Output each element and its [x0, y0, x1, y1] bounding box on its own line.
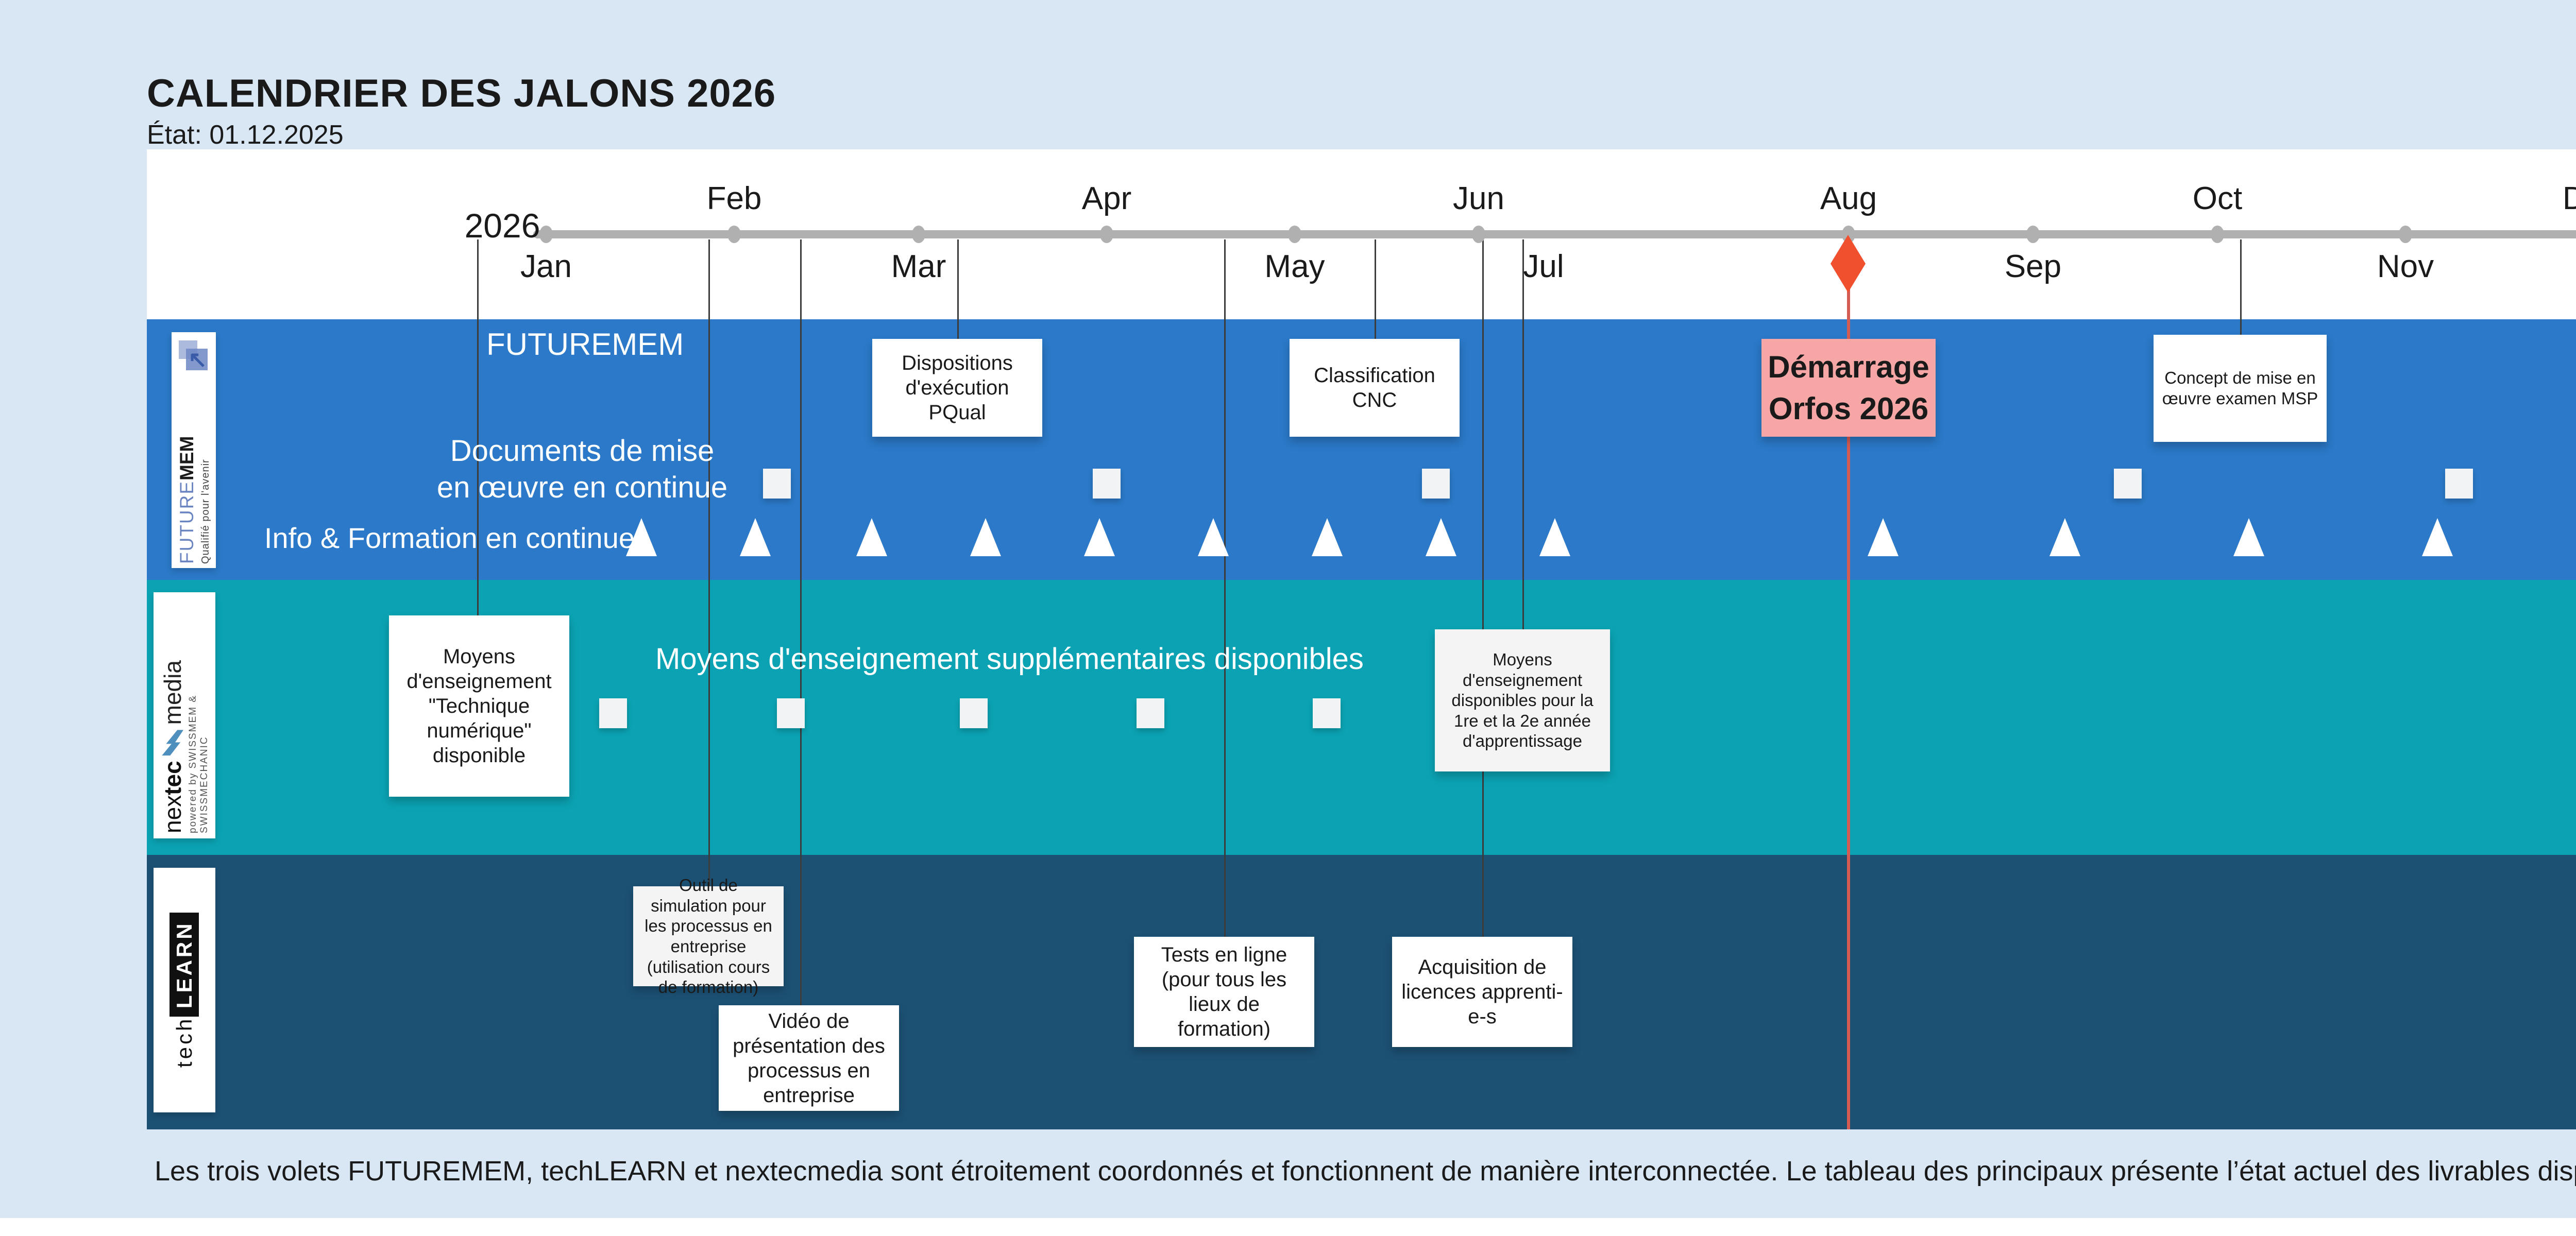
futuremem-icon-arrow: ↖: [188, 347, 207, 372]
futuremem-logo-tagline: Qualifié pour l'avenir: [199, 459, 211, 564]
leader-line-3: [957, 239, 959, 339]
month-label-may: May: [1264, 249, 1325, 284]
deliverable-square-futuremem-3: [2114, 469, 2142, 499]
futuremem-logo-card: ↖ FUTUREMEM Qualifié pour l'avenir: [172, 332, 216, 568]
leader-line-7: [1522, 239, 1524, 629]
futuremem-logo-text: FUTUREMEM Qualifié pour l'avenir: [172, 380, 216, 564]
deliverable-square-nextec-5: [599, 698, 627, 728]
leader-line-6: [1482, 239, 1484, 937]
nextec-lightning-icon: [162, 730, 183, 756]
leader-line-0: [477, 239, 479, 615]
month-dot-jun: [1472, 226, 1485, 243]
futuremem-logo-icon: ↖: [179, 340, 210, 372]
deliverable-square-nextec-7: [960, 698, 988, 728]
techlearn-logo-card: techLEARN: [154, 868, 215, 1112]
deliverable-square-futuremem-2: [1422, 469, 1450, 499]
nextec-logo-tagline: powered by SWISSMEM & SWISSMECHANIC: [188, 694, 210, 833]
month-label-sep: Sep: [2004, 249, 2062, 284]
leader-line-8: [2240, 239, 2242, 335]
milestone-box-video-presentation: Vidéo de présentation des processus en e…: [719, 1005, 899, 1111]
leader-line-4: [1224, 239, 1226, 937]
month-label-dec: Dec: [2562, 181, 2576, 216]
futuremem-band-caption: FUTUREMEM: [486, 327, 684, 362]
futuremem-logo-mem: MEM: [176, 436, 197, 480]
milestone-box-acquisition-licences: Acquisition de licences apprenti-e-s: [1392, 937, 1572, 1047]
year-label-2026: 2026: [464, 207, 540, 245]
nextec-logo-nex: nex: [159, 795, 186, 833]
month-dot-feb: [727, 226, 741, 243]
milestone-box-moyens-1re-2e-annee: Moyens d'enseignement disponibles pour l…: [1435, 629, 1610, 771]
milestone-box-tests-en-ligne: Tests en ligne (pour tous les lieux de f…: [1134, 937, 1314, 1047]
futuremem-icon-square-dark: [186, 349, 208, 370]
milestone-box-moyens-technique-numerique: Moyens d'enseignement "Technique numériq…: [389, 615, 569, 797]
footer-note: Les trois volets FUTUREMEM, techLEARN et…: [155, 1156, 2576, 1187]
deliverable-square-nextec-9: [1313, 698, 1341, 728]
nextecmedia-logo-text: nextec media powered by SWISSMEM & SWISSM…: [154, 597, 215, 833]
techlearn-logo-learn: LEARN: [170, 912, 199, 1017]
info-formation-label: Info & Formation en continue: [264, 522, 635, 554]
month-label-apr: Apr: [1081, 181, 1132, 216]
nextec-logo-tec: tec: [159, 761, 186, 795]
orfos-start-vertical-line: [1847, 281, 1850, 1129]
page-subtitle: État: 01.12.2025: [147, 120, 344, 150]
month-label-oct: Oct: [2192, 181, 2243, 216]
milestone-box-outil-simulation: Outil de simulation pour les processus e…: [633, 876, 784, 997]
deliverable-square-futuremem-4: [2445, 469, 2473, 499]
timeline-axis-2026: [533, 230, 2576, 238]
deliverable-square-futuremem-1: [1093, 469, 1121, 499]
month-dot-nov: [2399, 226, 2412, 243]
month-dot-apr: [1100, 226, 1113, 243]
month-dot-jan: [539, 226, 553, 243]
deliverable-square-nextec-6: [777, 698, 805, 728]
moyens-supplementaires-label: Moyens d'enseignement supplémentaires di…: [655, 642, 1364, 676]
page-title: CALENDRIER DES JALONS 2026: [147, 72, 776, 115]
month-label-jun: Jun: [1453, 181, 1504, 216]
month-label-nov: Nov: [2377, 249, 2434, 284]
month-dot-oct: [2211, 226, 2224, 243]
month-label-aug: Aug: [1820, 181, 1877, 216]
techlearn-logo-tech: tech: [172, 1016, 196, 1068]
nextec-logo-media: media: [159, 660, 186, 725]
month-dot-may: [1288, 226, 1301, 243]
milestone-box-demarrage-orfos: Démarrage Orfos 2026: [1761, 339, 1936, 437]
leader-line-5: [1375, 239, 1376, 339]
milestone-box-classification: Classification CNC: [1290, 339, 1460, 437]
month-dot-sep: [2026, 226, 2040, 243]
leader-line-1: [708, 239, 710, 886]
band-techlearn: [147, 855, 2576, 1129]
documents-mise-en-oeuvre-label: Documents de mise en œuvre en continue: [436, 434, 728, 504]
futuremem-logo-future: FUTURE: [176, 480, 197, 564]
leader-line-2: [800, 239, 802, 1005]
milestone-box-concept-examen-msp: Concept de mise en œuvre examen MSP: [2154, 335, 2327, 442]
month-label-mar: Mar: [891, 249, 946, 284]
month-label-jul: Jul: [1523, 249, 1564, 284]
nextecmedia-logo-card: nextec media powered by SWISSMEM & SWISSM…: [154, 592, 215, 838]
month-label-jan: Jan: [520, 249, 572, 284]
deliverable-square-futuremem-0: [763, 469, 791, 499]
month-dot-mar: [912, 226, 925, 243]
techlearn-logo-text: techLEARN: [170, 912, 199, 1068]
deliverable-square-nextec-8: [1137, 698, 1164, 728]
month-label-feb: Feb: [706, 181, 762, 216]
milestone-box-dispositions: Dispositions d'exécution PQual: [872, 339, 1042, 437]
